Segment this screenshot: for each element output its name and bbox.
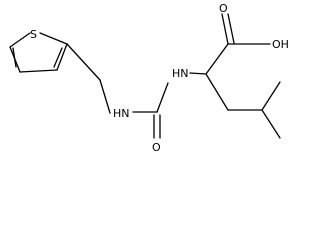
sulfur-label: S <box>30 28 37 41</box>
bond-ch2-nh-left <box>99 79 111 114</box>
bond-nh-right-alpha <box>189 72 207 75</box>
bond-c2-c3 <box>56 43 68 71</box>
carbonyl-oxygen-bottom-label: O <box>152 141 161 154</box>
bond-c2-ch2 <box>66 43 101 81</box>
thiophene-ring <box>9 32 68 73</box>
bond-c2-c3-inner <box>53 47 63 68</box>
carbonyl-oxygen-top-label: O <box>219 2 228 15</box>
amine-right-label: HN <box>172 67 189 80</box>
bond-carbonyl-nh-right <box>156 82 169 113</box>
hydroxyl-label: OH <box>272 38 289 51</box>
bond-s-c2 <box>39 32 68 45</box>
bond-alpha-ch2 <box>205 73 229 111</box>
chemical-structure: S HN HN O O OH <box>9 2 289 154</box>
amine-left-label: HN <box>113 107 130 120</box>
bond-c3-c4 <box>19 69 58 73</box>
urea-linker <box>66 43 169 139</box>
structure-canvas: S HN HN O O OH <box>9 2 289 154</box>
bond-c5-s <box>9 32 31 48</box>
bond-ch-methyl-top <box>261 81 281 111</box>
bond-alpha-carboxyl <box>205 43 229 75</box>
bond-c4-c5-inner <box>12 47 17 68</box>
bond-ch-methyl-bottom <box>261 109 281 139</box>
amino-acid-backbone <box>189 13 281 139</box>
bond-carboxyl-o-2 <box>227 13 235 44</box>
bond-carboxyl-o-1 <box>221 13 229 45</box>
